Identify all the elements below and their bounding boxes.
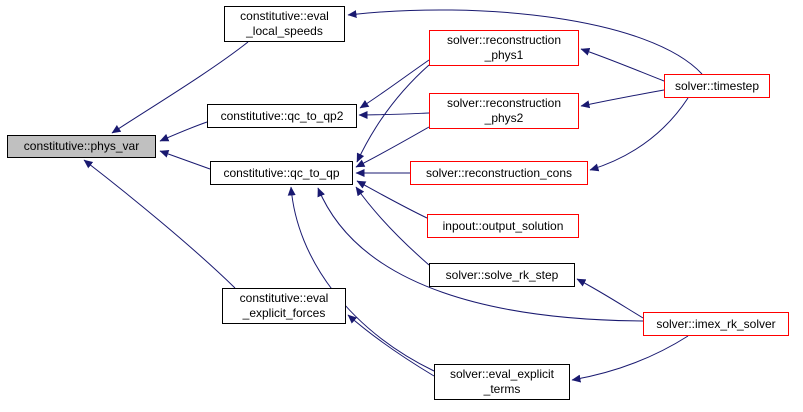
node-label: solver::timestep — [674, 78, 760, 93]
edge-imex-rk-solver-to-eval-explicit-terms — [571, 335, 689, 383]
node-label: solver::reconstruction_cons — [425, 165, 573, 180]
node-label: solver::imex_rk_solver — [656, 316, 776, 331]
node-phys-var: constitutive::phys_var — [7, 135, 156, 158]
node-label: constitutive::phys_var — [23, 139, 140, 153]
node-label: _phys1 — [484, 48, 524, 62]
node-label: _explicit_forces — [242, 306, 326, 320]
edge-timestep-to-reconstruction-phys2 — [580, 89, 665, 109]
edge-timestep-to-reconstruction-cons — [589, 97, 689, 172]
node-solve-rk-step[interactable]: solver::solve_rk_step — [429, 263, 575, 287]
node-eval-explicit-forces[interactable]: constitutive::eval _explicit_forces — [222, 288, 346, 324]
edge-eval-explicit-terms-to-eval-explicit-forces — [347, 314, 435, 377]
node-output-solution[interactable]: inpout::output_solution — [427, 214, 579, 238]
node-label: constitutive::qc_to_qp2 — [220, 108, 344, 123]
edge-eval-explicit-terms-to-qc-to-qp — [287, 186, 435, 372]
node-label: _local_speeds — [246, 24, 323, 38]
node-label: inpout::output_solution — [442, 218, 564, 233]
node-label: solver::reconstruction — [446, 96, 562, 110]
node-label: solver::eval_explicit — [449, 367, 555, 381]
node-reconstruction-phys2[interactable]: solver::reconstruction _phys2 — [429, 93, 579, 129]
edge-solve-rk-step-to-qc-to-qp — [355, 186, 430, 266]
node-label: solver::solve_rk_step — [445, 267, 559, 282]
node-label: constitutive::eval — [240, 9, 329, 23]
node-qc-to-qp[interactable]: constitutive::qc_to_qp — [210, 161, 353, 185]
node-reconstruction-cons[interactable]: solver::reconstruction_cons — [410, 161, 588, 185]
node-label: solver::reconstruction — [446, 33, 562, 47]
node-qc-to-qp2[interactable]: constitutive::qc_to_qp2 — [207, 104, 357, 128]
edge-timestep-to-reconstruction-phys1 — [580, 47, 665, 82]
node-timestep[interactable]: solver::timestep — [664, 74, 770, 98]
edge-qc-to-qp2-to-phys-var — [159, 121, 208, 142]
node-reconstruction-phys1[interactable]: solver::reconstruction _phys1 — [429, 30, 579, 66]
edge-qc-to-qp-to-phys-var — [159, 150, 211, 170]
edge-eval-local-speeds-to-phys-var — [111, 41, 249, 134]
edge-reconstruction-phys1-to-qc-to-qp — [356, 64, 430, 163]
node-eval-explicit-terms[interactable]: solver::eval_explicit _terms — [434, 364, 570, 400]
edge-output-solution-to-qc-to-qp — [356, 180, 428, 219]
node-label: _terms — [483, 382, 521, 396]
edge-reconstruction-phys2-to-qc-to-qp — [355, 126, 430, 168]
node-eval-local-speeds[interactable]: constitutive::eval _local_speeds — [224, 6, 345, 42]
edge-reconstruction-phys2-to-qc-to-qp2 — [358, 110, 430, 119]
edge-imex-rk-solver-to-solve-rk-step — [576, 278, 644, 319]
edge-reconstruction-phys1-to-qc-to-qp2 — [359, 59, 430, 109]
edge-eval-explicit-forces-to-phys-var — [83, 159, 236, 289]
node-label: constitutive::qc_to_qp — [223, 165, 340, 180]
node-imex-rk-solver[interactable]: solver::imex_rk_solver — [643, 312, 789, 336]
node-label: _phys2 — [484, 111, 524, 125]
edge-imex-rk-solver-to-qc-to-qp — [317, 187, 644, 322]
node-label: constitutive::eval — [239, 291, 329, 305]
edge-timestep-to-eval-local-speeds — [347, 9, 703, 75]
